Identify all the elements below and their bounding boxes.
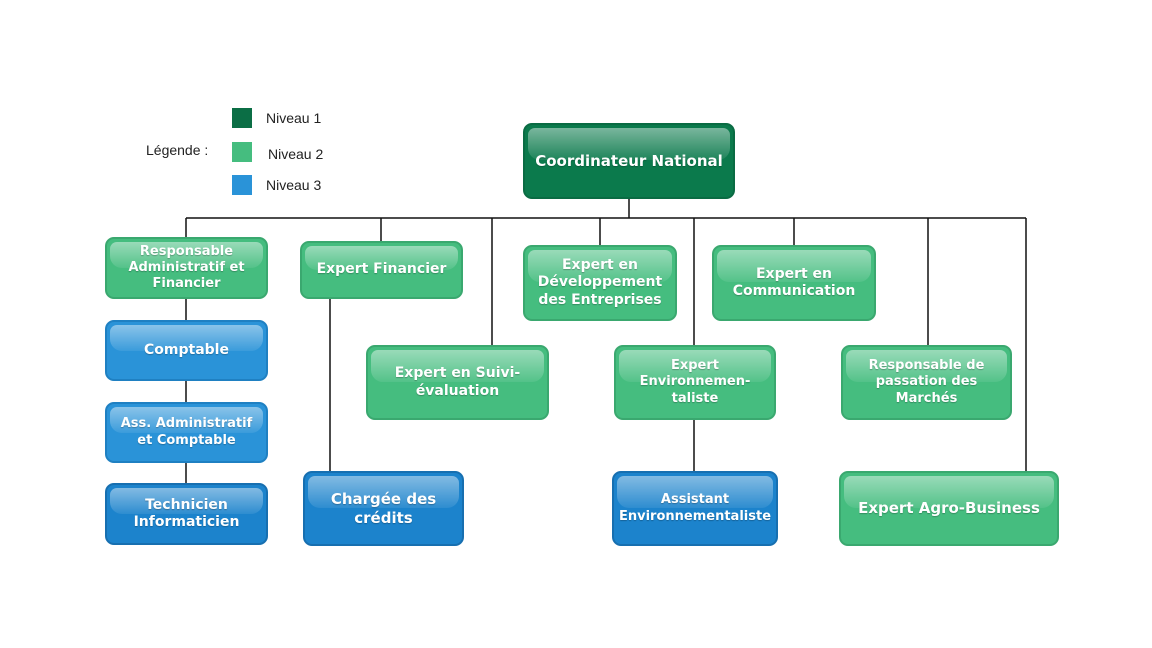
node-expert-developpement: Expert en Développement des Entreprises [523, 245, 677, 321]
node-label: Assistant Environnementaliste [618, 492, 772, 524]
node-label: Expert en Développement des Entreprises [537, 256, 663, 308]
node-label: Chargée des crédits [330, 489, 437, 527]
node-label: Expert en Communication [732, 265, 856, 300]
node-comptable: Comptable [105, 320, 268, 381]
node-expert-communication: Expert en Communication [712, 245, 876, 321]
legend-swatch-niveau-2 [232, 142, 252, 162]
legend-label-niveau-3: Niveau 3 [266, 177, 322, 193]
node-label: Ass. Administratif et Comptable [120, 416, 253, 448]
legend-swatch-niveau-1 [232, 108, 252, 128]
legend-label-niveau-1: Niveau 1 [266, 110, 322, 126]
node-expert-suivi-evaluation: Expert en Suivi-évaluation [366, 345, 549, 420]
node-expert-financier: Expert Financier [300, 241, 463, 299]
node-label: Technicien Informaticien [133, 496, 240, 531]
node-responsable-administratif: Responsable Administratif et Financier [105, 237, 268, 299]
node-label: Responsable de passation des Marchés [868, 358, 985, 406]
node-expert-environnementaliste: Expert Environnemen-taliste [614, 345, 776, 420]
node-chargee-credits: Chargée des crédits [303, 471, 464, 546]
node-expert-agro-business: Expert Agro-Business [839, 471, 1059, 546]
node-assistant-environnementaliste: Assistant Environnementaliste [612, 471, 778, 546]
node-technicien-informaticien: Technicien Informaticien [105, 483, 268, 545]
node-label: Comptable [144, 341, 229, 358]
node-ass-administratif: Ass. Administratif et Comptable [105, 402, 268, 463]
node-label: Coordinateur National [535, 151, 723, 170]
node-label: Expert en Suivi-évaluation [394, 365, 521, 399]
node-label: Responsable Administratif et Financier [128, 243, 245, 292]
legend-title: Légende : [146, 142, 209, 158]
legend-label-niveau-2: Niveau 2 [268, 146, 324, 162]
node-label: Expert Financier [316, 261, 447, 278]
node-label: Expert Agro-Business [858, 499, 1040, 518]
node-coordinateur-national: Coordinateur National [523, 123, 735, 199]
node-responsable-passation: Responsable de passation des Marchés [841, 345, 1012, 420]
node-label: Expert Environnemen-taliste [639, 358, 751, 406]
legend-swatch-niveau-3 [232, 175, 252, 195]
